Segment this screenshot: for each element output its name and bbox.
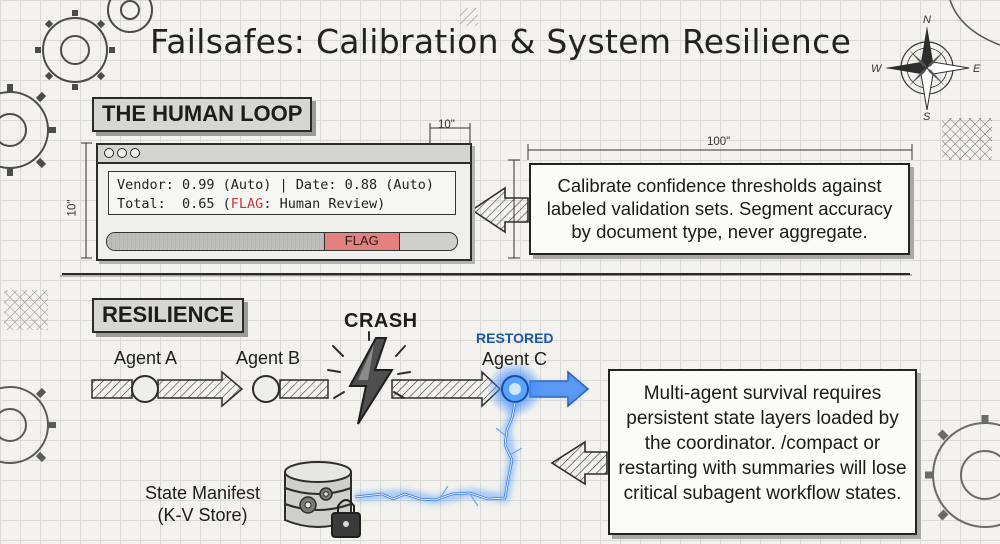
confidence-line-2-prefix: Total: 0.65 ( bbox=[117, 196, 231, 212]
window-close-dot[interactable] bbox=[104, 148, 114, 158]
dimension-label-top: 10" bbox=[438, 119, 455, 131]
review-window: Vendor: 0.99 (Auto) | Date: 0.88 (Auto) … bbox=[96, 143, 472, 261]
gear-icon bbox=[0, 0, 153, 176]
window-minimize-dot[interactable] bbox=[117, 148, 127, 158]
confidence-line-1: Vendor: 0.99 (Auto) | Date: 0.88 (Auto) bbox=[117, 177, 434, 193]
confidence-bar: FLAG bbox=[106, 232, 458, 251]
restored-label: RESTORED bbox=[476, 330, 554, 346]
arrow-icon bbox=[550, 440, 608, 486]
confidence-readout: Vendor: 0.99 (Auto) | Date: 0.88 (Auto) … bbox=[108, 171, 456, 215]
compass-west: W bbox=[871, 63, 882, 75]
resilience-note: Multi-agent survival requires persistent… bbox=[608, 369, 917, 535]
dimension-label-side: 10" bbox=[66, 199, 79, 217]
compass-east: E bbox=[973, 63, 981, 75]
human-loop-heading: THE HUMAN LOOP bbox=[92, 97, 313, 132]
state-manifest-label: State Manifest (K-V Store) bbox=[145, 483, 261, 525]
lock-icon bbox=[331, 499, 361, 538]
gear-icon bbox=[0, 386, 56, 464]
crash-label: CRASH bbox=[344, 310, 418, 332]
compass-north: N bbox=[923, 14, 931, 26]
arrow-icon bbox=[91, 370, 502, 408]
agent-b-node bbox=[252, 375, 280, 403]
agent-c-label: Agent C bbox=[482, 349, 548, 369]
agent-b-label: Agent B bbox=[236, 348, 301, 368]
gear-icon bbox=[925, 415, 1000, 528]
window-titlebar bbox=[98, 145, 470, 164]
compass-south: S bbox=[923, 111, 931, 123]
resilience-heading: RESILIENCE bbox=[92, 298, 245, 333]
confidence-flag-word: FLAG bbox=[230, 196, 264, 212]
agent-a-label: Agent A bbox=[114, 348, 178, 368]
agent-c-node bbox=[487, 361, 543, 417]
confidence-bar-fill bbox=[107, 233, 328, 250]
flag-segment: FLAG bbox=[324, 233, 400, 250]
calibration-note: Calibrate confidence thresholds against … bbox=[529, 163, 910, 255]
arrow-icon bbox=[470, 186, 529, 234]
confidence-line-2-suffix: : Human Review) bbox=[263, 196, 386, 212]
dimension-label-note: 100" bbox=[707, 136, 731, 148]
lightning-icon bbox=[327, 331, 411, 425]
data-link-lightning bbox=[354, 401, 523, 507]
compass-icon bbox=[885, 26, 970, 111]
page-title: Failsafes: Calibration & System Resilien… bbox=[150, 22, 852, 61]
window-maximize-dot[interactable] bbox=[130, 148, 140, 158]
agent-a-node bbox=[131, 375, 159, 403]
